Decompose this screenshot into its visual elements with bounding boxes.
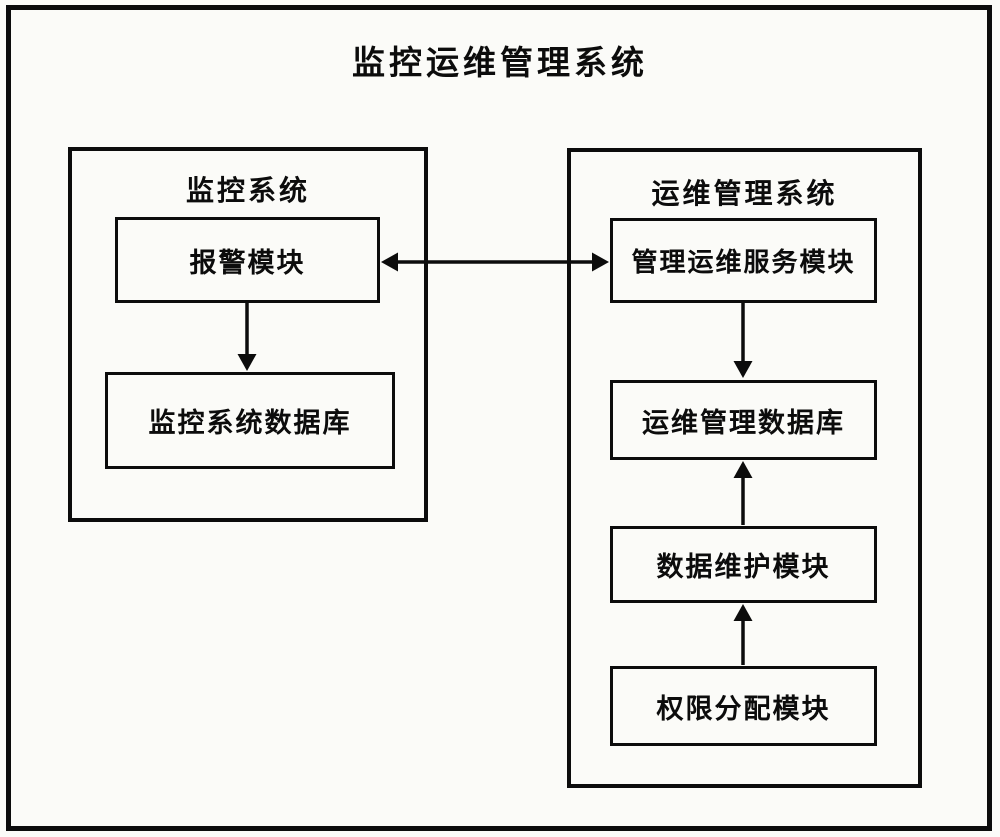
module-permission-allocation-label: 权限分配模块	[656, 693, 831, 725]
group-monitoring-title: 监控系统	[185, 174, 310, 207]
module-monitoring-database: 监控系统数据库	[105, 372, 395, 469]
module-ops-database-label: 运维管理数据库	[642, 407, 845, 439]
module-alarm-label: 报警模块	[189, 247, 306, 279]
module-data-maintenance: 数据维护模块	[610, 526, 877, 603]
module-ops-service-label: 管理运维服务模块	[631, 248, 856, 278]
module-data-maintenance-label: 数据维护模块	[656, 552, 831, 583]
diagram-title: 监控运维管理系统	[352, 43, 648, 82]
module-ops-service: 管理运维服务模块	[610, 218, 877, 303]
group-ops-title: 运维管理系统	[651, 177, 838, 210]
module-monitoring-database-label: 监控系统数据库	[148, 408, 352, 439]
outer-frame	[6, 5, 992, 831]
module-ops-database: 运维管理数据库	[610, 380, 877, 460]
module-alarm: 报警模块	[115, 217, 380, 303]
group-ops-management-system: 运维管理系统	[567, 148, 922, 788]
module-permission-allocation: 权限分配模块	[610, 666, 877, 746]
group-monitoring-system: 监控系统	[68, 147, 428, 522]
